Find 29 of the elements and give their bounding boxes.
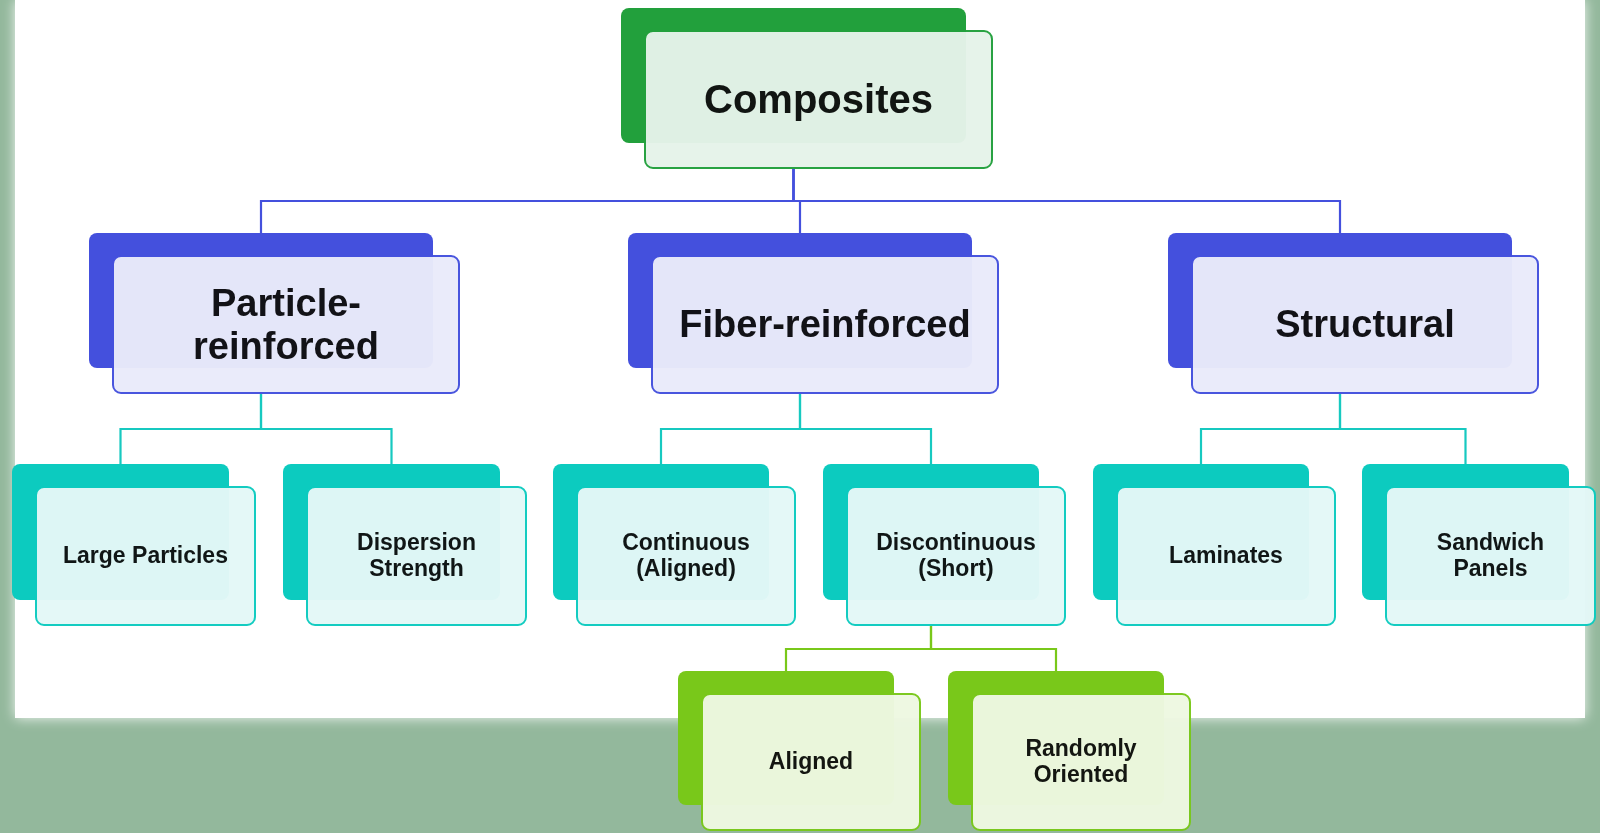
category-box xyxy=(553,464,796,626)
category-box xyxy=(1362,464,1596,626)
category-box xyxy=(678,671,921,831)
category-box xyxy=(628,233,999,394)
node-label: Dispersion Strength xyxy=(356,530,477,582)
node-label: Structural xyxy=(1275,303,1455,346)
node-label: Sandwich Panels xyxy=(1435,530,1546,582)
category-box xyxy=(12,464,256,626)
node-label: Particle-reinforced xyxy=(192,281,380,368)
node-label: Composites xyxy=(704,77,933,122)
category-box xyxy=(89,233,460,394)
connector-line xyxy=(929,626,1058,671)
category-box xyxy=(283,464,527,626)
category-box xyxy=(823,464,1066,626)
node-label: Discontinuous (Short) xyxy=(875,530,1037,582)
node-label: Laminates xyxy=(1169,543,1283,569)
connector-line xyxy=(792,169,1342,233)
node-label: Large Particles xyxy=(63,543,228,569)
node-label: Randomly Oriented xyxy=(1024,736,1138,788)
connector-line xyxy=(1338,394,1467,464)
node-label: Continuous (Aligned) xyxy=(621,530,751,582)
connector-line xyxy=(259,394,393,464)
connector-line xyxy=(798,394,933,464)
category-box xyxy=(948,671,1191,831)
node-label: Fiber-reinforced xyxy=(679,303,971,346)
category-box xyxy=(1093,464,1336,626)
category-box xyxy=(1168,233,1539,394)
category-box xyxy=(621,8,993,169)
node-label: Aligned xyxy=(768,749,854,775)
